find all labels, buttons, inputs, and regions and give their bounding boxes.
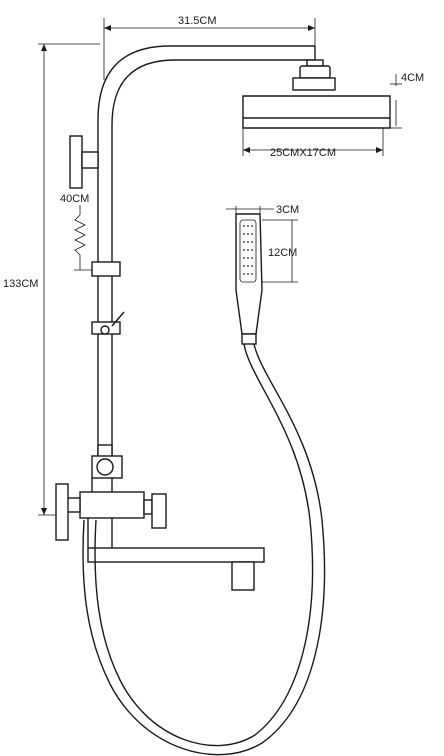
dim-label-head-thickness: 4CM: [401, 72, 424, 84]
dim-label-handset-width: 3CM: [276, 204, 299, 216]
dimension-handset-length: 12CM: [262, 219, 298, 283]
slider-clamp: [91, 261, 121, 277]
dim-label-arm-length: 31.5CM: [178, 15, 217, 27]
dim-label-total-height: 133CM: [3, 278, 38, 290]
dim-label-slide-range: 40CM: [60, 193, 89, 205]
handset: [235, 213, 263, 345]
dimension-head-thickness: 4CM: [390, 72, 424, 129]
riser-pipe: [97, 45, 316, 455]
dimension-slide-range: 40CM: [60, 193, 98, 271]
bath-spout: [87, 518, 265, 591]
mixer-valve: [55, 478, 167, 541]
dimension-head-size: 25CMX17CM: [242, 128, 384, 159]
handset-nozzle-dots: [243, 225, 253, 275]
dim-label-head-size: 25CMX17CM: [270, 147, 336, 159]
top-bracket: [69, 135, 99, 189]
dimension-handset-width: 3CM: [226, 204, 299, 216]
shower-hose: [82, 343, 326, 756]
shower-head: [242, 59, 391, 129]
dimension-total-height: 133CM: [3, 43, 100, 516]
dimension-arm-length: 31.5CM: [103, 15, 316, 80]
dim-label-handset-length: 12CM: [268, 247, 297, 259]
handset-holder: [91, 311, 125, 335]
diverter: [91, 444, 123, 479]
